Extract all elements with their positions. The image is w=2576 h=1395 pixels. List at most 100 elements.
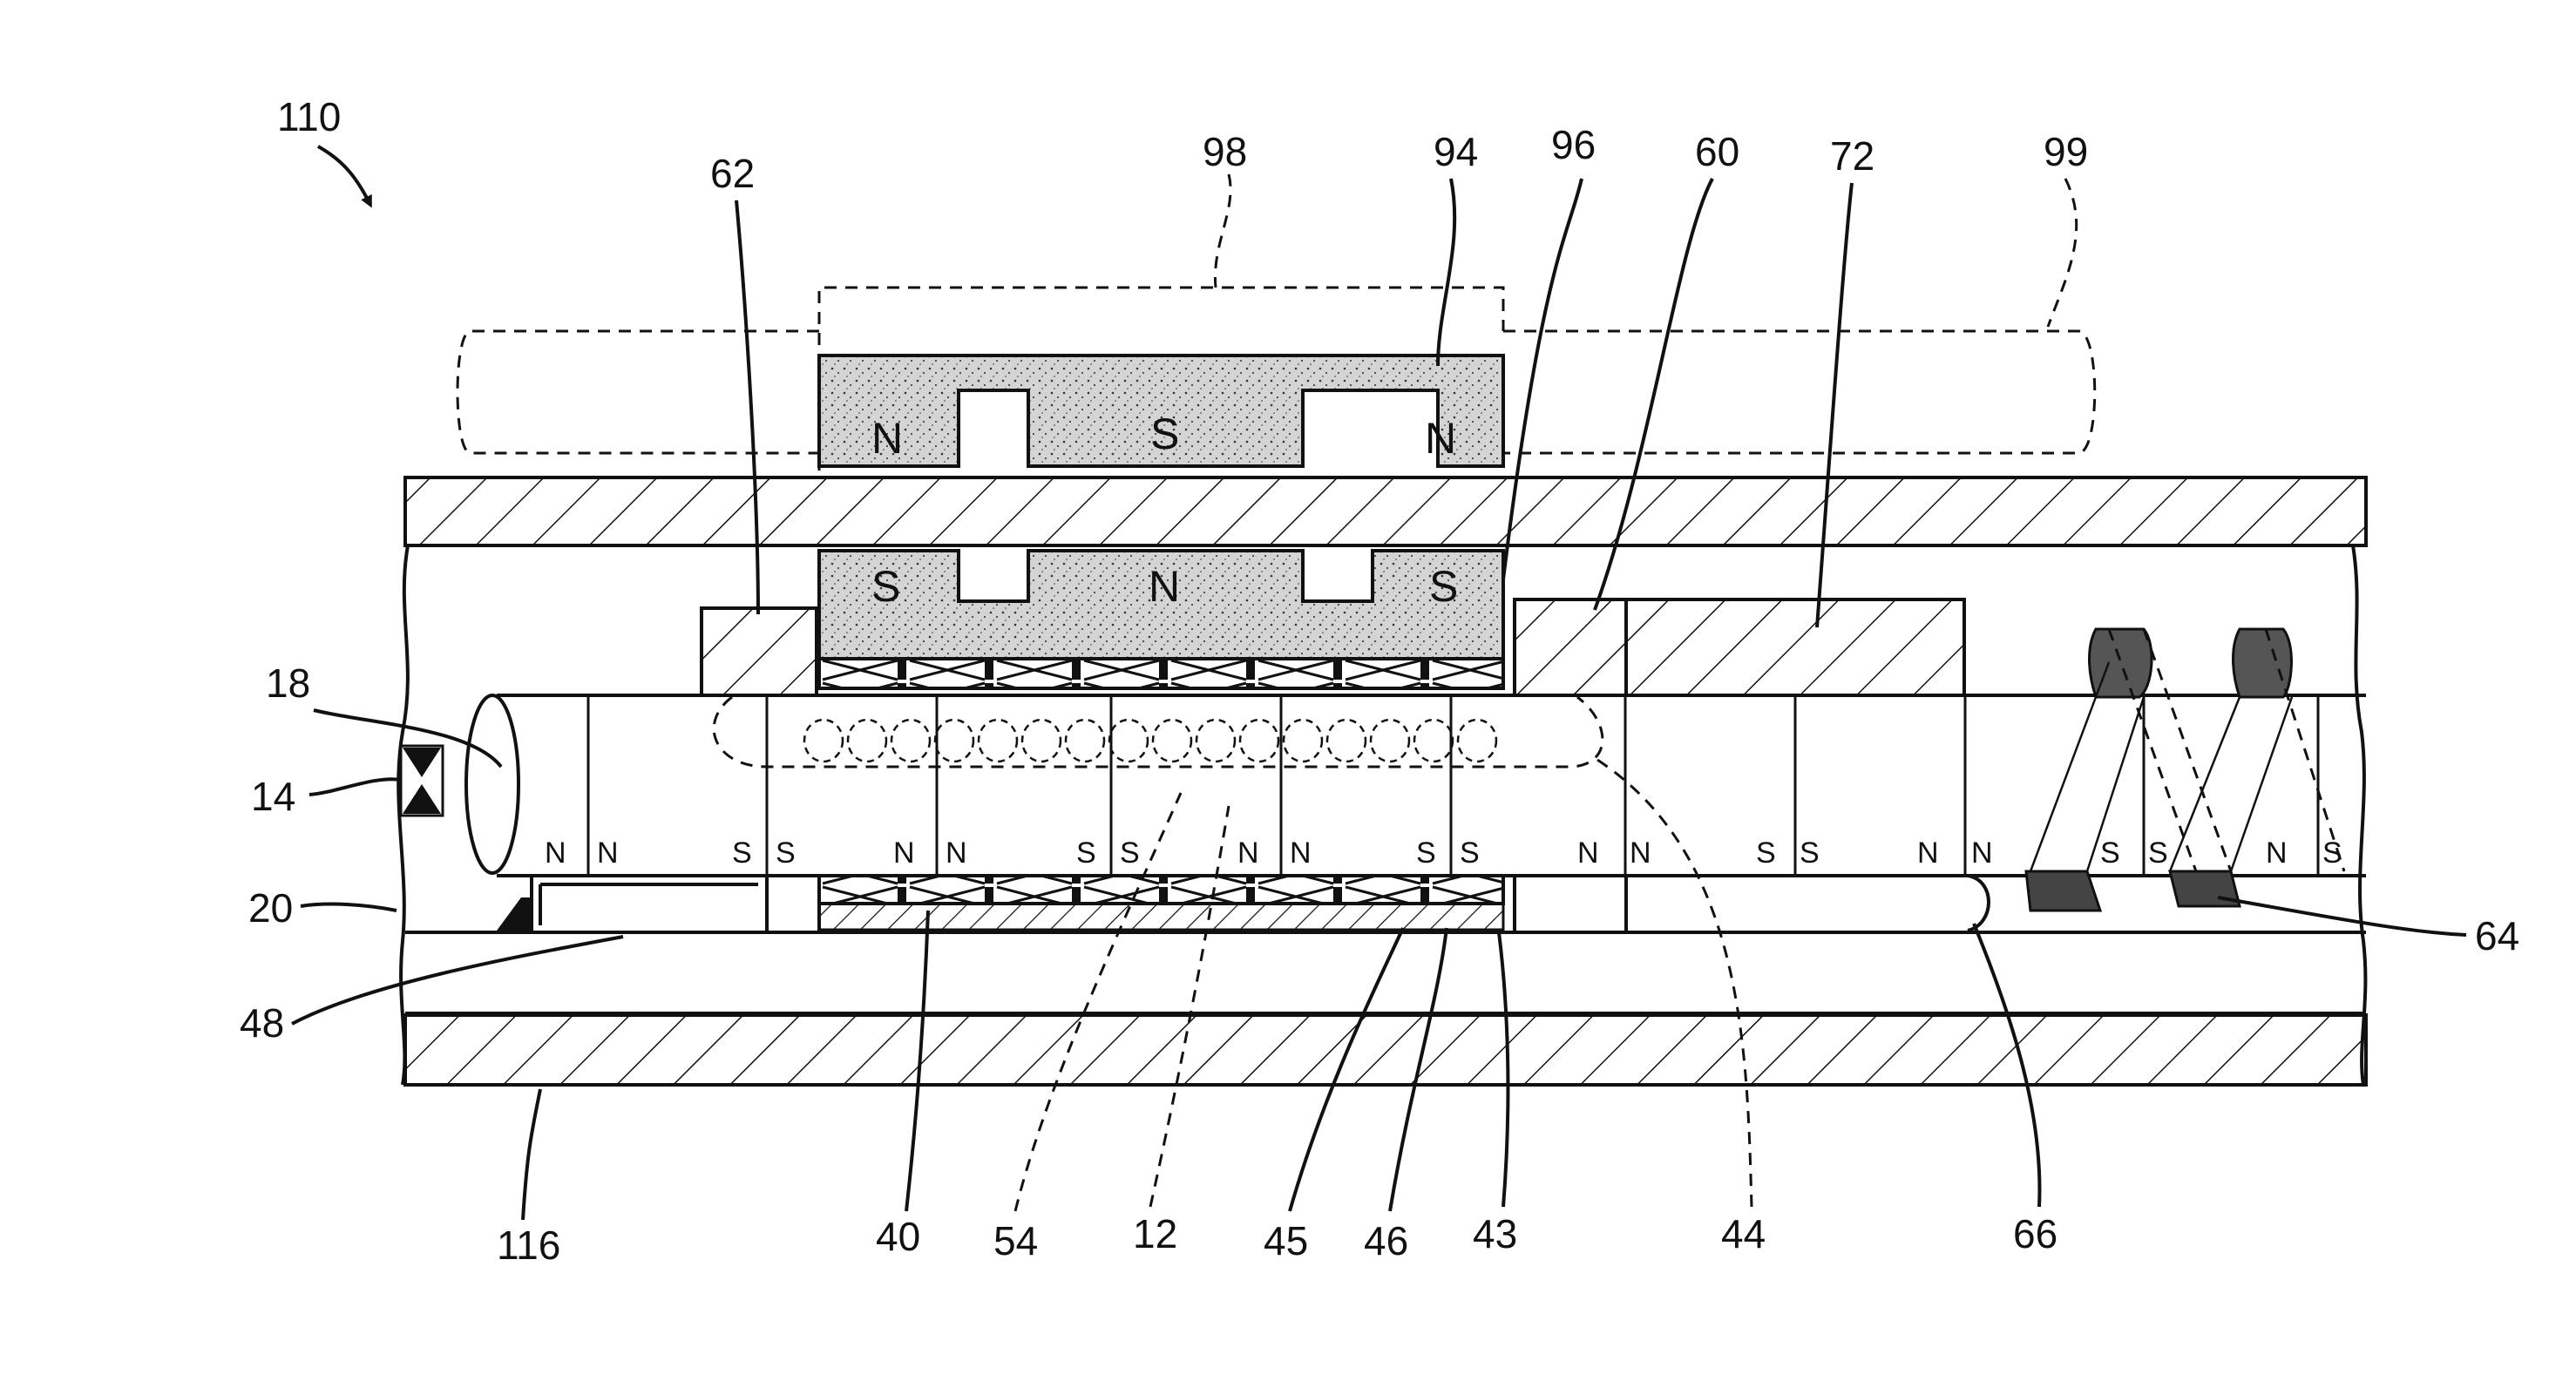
bushing-48-inner	[540, 884, 758, 925]
shaft-pole-label: S	[1756, 836, 1776, 870]
block-60	[1515, 599, 1626, 695]
ref-20: 20	[248, 885, 293, 931]
inner-pole-n: N	[1149, 562, 1180, 611]
cell-54	[1414, 720, 1453, 762]
seal-14	[401, 746, 443, 816]
ref-18: 18	[266, 660, 310, 706]
leader-64	[2218, 897, 2466, 935]
tube-wall-top	[405, 477, 2366, 545]
flux-loop-44	[714, 697, 1603, 767]
ref-116: 116	[497, 1222, 560, 1268]
cell-54	[1196, 720, 1235, 762]
outline-99	[1503, 331, 2095, 453]
ref-40: 40	[876, 1214, 920, 1259]
outline-left	[458, 331, 819, 453]
spring-64	[2026, 629, 2344, 911]
cell-54	[1109, 720, 1148, 762]
cells-54	[804, 720, 1496, 762]
ref-66: 66	[2013, 1211, 2057, 1256]
ref-98: 98	[1203, 129, 1247, 174]
tube-wall-bottom-116	[405, 1015, 2366, 1085]
upper-coil-row	[819, 659, 1503, 688]
shaft-pole-label: N	[1237, 836, 1259, 870]
shaft-pole-label: S	[2148, 836, 2168, 870]
leader-12	[1150, 806, 1229, 1207]
seal-wedge	[497, 897, 533, 931]
leader-44	[1595, 758, 1752, 1207]
leader-94	[1438, 179, 1454, 366]
cell-54	[1327, 720, 1366, 762]
ref-46: 46	[1364, 1218, 1408, 1263]
outer-magnet-94: N S N	[819, 356, 1503, 466]
coil-base-43	[819, 904, 1503, 930]
cell-54	[1240, 720, 1278, 762]
leader-116	[523, 1089, 540, 1220]
lower-coil-row	[819, 876, 1503, 904]
leader-48	[292, 937, 623, 1024]
ref-45: 45	[1264, 1218, 1308, 1263]
shaft-pole-label: N	[1290, 836, 1312, 870]
leader-54	[1015, 793, 1181, 1211]
cell-54	[804, 720, 843, 762]
cell-54	[891, 720, 930, 762]
block-72	[1626, 599, 1964, 695]
cell-54	[1022, 720, 1061, 762]
cell-54	[1458, 720, 1496, 762]
ref-48: 48	[240, 1000, 284, 1046]
shaft-pole-label: S	[1076, 836, 1096, 870]
shaft-pole-label: S	[2322, 836, 2342, 870]
inner-magnet-96: S N S	[819, 551, 1503, 662]
cell-54	[979, 720, 1017, 762]
figure-reference: 110	[277, 94, 370, 205]
shaft-pole-label: S	[1416, 836, 1436, 870]
shaft-pole-label: N	[1917, 836, 1939, 870]
shaft-pole-label: S	[1460, 836, 1480, 870]
leader-72	[1817, 183, 1852, 627]
ref-72: 72	[1830, 133, 1874, 179]
ref-43: 43	[1473, 1211, 1517, 1256]
leader-20	[301, 904, 397, 911]
shaft-pole-label: S	[1800, 836, 1820, 870]
shaft-pole-label: N	[946, 836, 967, 870]
ref-62: 62	[710, 151, 755, 196]
ref-110-arrow	[318, 146, 370, 205]
cell-54	[848, 720, 886, 762]
shaft-pole-label: S	[1120, 836, 1140, 870]
inner-pole-s-left: S	[871, 562, 900, 611]
shaft-pole-label: N	[1577, 836, 1599, 870]
ref-99: 99	[2044, 129, 2088, 174]
leader-62	[736, 200, 758, 614]
spring-stop-66	[1968, 876, 1989, 931]
ref-44: 44	[1721, 1211, 1766, 1256]
ref-60: 60	[1695, 129, 1739, 174]
shaft-pole-label: S	[2100, 836, 2120, 870]
ref-110: 110	[277, 94, 341, 139]
ref-94: 94	[1434, 129, 1478, 174]
shaft-pole-label: S	[776, 836, 796, 870]
cell-54	[1153, 720, 1191, 762]
right-bushing	[1515, 876, 1626, 932]
outer-pole-n-left: N	[871, 414, 903, 463]
leader-14	[309, 779, 401, 795]
cell-54	[1284, 720, 1322, 762]
leader-99	[2048, 179, 2077, 327]
right-end-edge	[2353, 545, 2365, 1085]
ref-12: 12	[1133, 1211, 1177, 1256]
shaft-pole-labels: NNSSNNSSNNSSNNSSNNSSNS	[545, 836, 2342, 870]
ref-64: 64	[2475, 913, 2519, 958]
block-62	[702, 608, 817, 695]
shaft-pole-label: S	[732, 836, 752, 870]
shaft-pole-label: N	[1630, 836, 1651, 870]
shaft-pole-label: N	[893, 836, 915, 870]
outer-pole-s: S	[1150, 410, 1179, 458]
leader-98	[1215, 174, 1230, 288]
outer-pole-n-right: N	[1425, 414, 1456, 463]
ref-14: 14	[251, 774, 295, 819]
shaft-pole-label: N	[545, 836, 566, 870]
shaft-pole-label: N	[597, 836, 619, 870]
cell-54	[935, 720, 973, 762]
ref-54: 54	[993, 1218, 1038, 1263]
ref-96: 96	[1551, 122, 1596, 167]
shaft-pole-label: N	[2266, 836, 2288, 870]
